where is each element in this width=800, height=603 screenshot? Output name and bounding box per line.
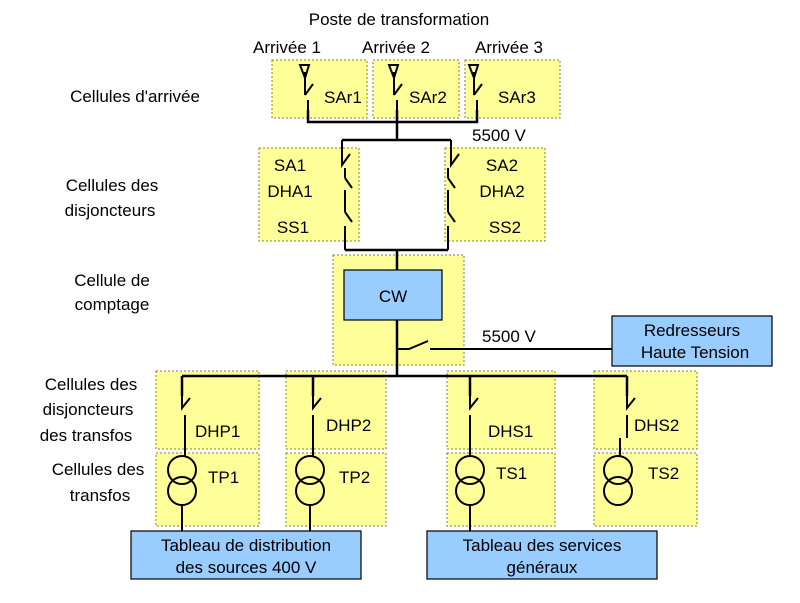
transfo-breaker-switch-3 [469,396,479,438]
cell-transfo-breaker-3 [446,370,556,450]
switch-label-dhp1: DHP1 [195,422,240,441]
switch-label-sa1: SA1 [274,156,306,175]
lower-busbar [180,374,629,396]
row-label-breaker-cells-1: Cellules des [66,176,159,195]
rectifier-label-line-1: Redresseurs [644,321,740,340]
rectifier-label-line-2: Haute Tension [641,343,749,362]
switch-label-dhs1: DHS1 [488,422,533,441]
distribution-board [130,530,362,580]
voltage-label-mid: 5500 V [482,327,537,346]
arrival-switch-3 [467,64,483,110]
arrival-label-1: Arrivée 1 [253,38,321,57]
switch-label-dha2: DHA2 [479,182,524,201]
switch-label-ss2: SS2 [489,218,521,237]
switch-label-sar1: SAr1 [324,88,362,107]
row-label-transfo-breakers-1: Cellules des [45,375,138,394]
rectifier-box [611,315,773,367]
row-label-transfo-cells-2: transfos [70,486,130,505]
cell-transfo-1 [155,452,260,527]
arrival-switch-2 [387,64,403,110]
services-board-line-2: généraux [507,558,578,577]
transformer-tp2-icon [295,438,325,535]
cell-transfo-4 [593,452,698,527]
breaker-switch-1 [341,140,353,250]
transformer-label-tp2: TP2 [339,468,370,487]
switch-label-sar3: SAr3 [498,88,536,107]
diagram-title: Poste de transformation [309,10,489,29]
row-label-metering-1: Cellule de [74,271,150,290]
voltage-label-top: 5500 V [472,126,527,145]
transfo-breaker-switch-2 [312,396,322,438]
transfo-breaker-switch-1 [181,396,191,438]
row-label-transfo-cells-1: Cellules des [52,460,145,479]
services-board [426,530,658,580]
switch-label-dha1: DHA1 [267,182,312,201]
transformer-label-ts1: TS1 [496,464,527,483]
cell-transfo-2 [285,452,387,527]
arrival-label-2: Arrivée 2 [362,38,430,57]
switch-label-dhp2: DHP2 [326,416,371,435]
arrival-label-3: Arrivée 3 [475,38,543,57]
transfo-breaker-switch-4 [626,396,636,438]
transformer-label-ts2: TS2 [648,464,679,483]
meter-box [343,269,443,321]
switch-label-sa2: SA2 [486,156,518,175]
cell-transfo-breaker-2 [285,370,387,450]
transformer-ts2-icon [603,438,633,506]
services-board-line-1: Tableau des services [463,536,622,555]
row-label-transfo-breakers-2: disjoncteurs [43,400,134,419]
breaker-switch-2 [447,140,460,250]
transformer-ts1-icon [455,438,485,535]
distribution-board-line-1: Tableau de distribution [161,536,331,555]
transformer-label-tp1: TP1 [208,468,239,487]
cell-transfo-breaker-4 [593,370,698,450]
metering-busbar [345,248,448,270]
row-label-transfo-breakers-3: des transfos [40,426,133,445]
arrival-switch-1 [298,64,314,110]
lower-feed [395,320,612,376]
transformer-tp1-icon [167,438,197,535]
cell-transfo-breaker-1 [155,370,260,450]
meter-label: CW [379,287,407,306]
switch-label-sar2: SAr2 [409,88,447,107]
cell-breaker-2 [444,147,546,242]
switch-label-dhs2: DHS2 [634,416,679,435]
row-label-metering-2: comptage [75,295,150,314]
cell-arrival-3 [464,59,561,119]
distribution-board-line-2: des sources 400 V [176,558,317,577]
cell-arrival-1 [271,59,368,119]
row-label-breaker-cells-2: disjoncteurs [65,201,156,220]
upper-busbar [306,110,479,142]
cell-transfo-3 [446,452,556,527]
row-label-arrival-cells: Cellules d'arrivée [70,87,200,106]
switch-label-ss1: SS1 [277,218,309,237]
cell-arrival-2 [372,59,460,119]
